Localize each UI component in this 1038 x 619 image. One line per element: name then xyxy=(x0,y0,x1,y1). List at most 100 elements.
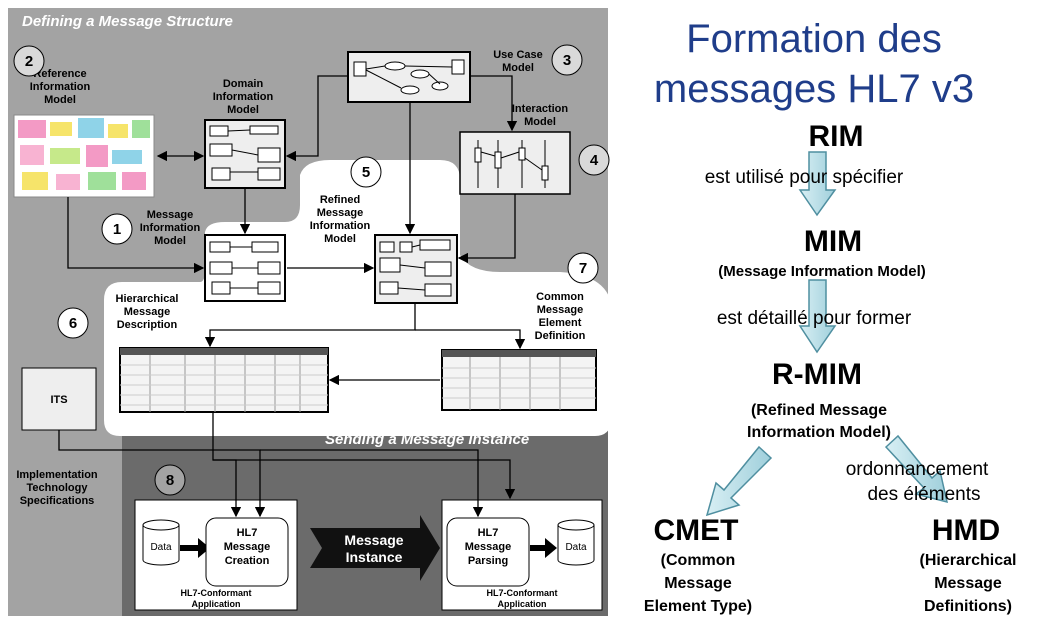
use-case-model-box xyxy=(347,51,471,103)
cmet-node: CMET xyxy=(654,514,739,547)
arrow-rmim-to-cmet xyxy=(705,445,773,517)
svg-text:Element: Element xyxy=(539,317,582,329)
svg-text:Use Case: Use Case xyxy=(493,49,543,61)
svg-text:Message: Message xyxy=(317,207,363,219)
step-circle-5: 5 xyxy=(350,156,382,188)
svg-text:Technology: Technology xyxy=(27,482,89,494)
svg-text:7: 7 xyxy=(579,260,587,277)
svg-text:Application: Application xyxy=(192,599,241,609)
svg-text:Interaction: Interaction xyxy=(512,103,569,115)
interaction-model-label: Interaction Model xyxy=(512,103,569,128)
hl7-message-structure-diagram: Defining a Message Structure Sending a M… xyxy=(8,8,610,616)
svg-text:ITS: ITS xyxy=(50,394,67,406)
svg-text:Domain: Domain xyxy=(223,78,264,90)
svg-text:Message: Message xyxy=(224,541,270,553)
section-title-send: Sending a Message Instance xyxy=(325,431,529,448)
svg-text:6: 6 xyxy=(69,315,77,332)
cmet-full-line1: (Common xyxy=(661,552,736,569)
svg-text:Model: Model xyxy=(227,104,259,116)
svg-text:Refined: Refined xyxy=(320,194,360,206)
receiving-application: HL7 Message Parsing Data HL7-Conformant … xyxy=(441,499,603,611)
interaction-model-box xyxy=(459,131,571,195)
svg-text:HL7-Conformant: HL7-Conformant xyxy=(181,588,252,598)
svg-text:Hierarchical: Hierarchical xyxy=(116,293,179,305)
svg-text:Common: Common xyxy=(536,291,584,303)
svg-text:Model: Model xyxy=(154,235,186,247)
svg-text:Formation des: Formation des xyxy=(686,17,942,61)
step-circles: 1 2 3 4 5 6 7 8 xyxy=(13,44,610,496)
arrow-rmim-to-hmd xyxy=(884,434,949,504)
rmim-node: R-MIM xyxy=(772,358,862,391)
section-title-define: Defining a Message Structure xyxy=(22,13,233,30)
connector-lines xyxy=(58,75,526,518)
rmim-full-line1: (Refined Message xyxy=(751,402,887,419)
reference-information-model-image xyxy=(13,114,155,198)
message-information-model-label: Message Information Model xyxy=(140,209,201,247)
svg-text:3: 3 xyxy=(563,52,571,69)
step-circle-3: 3 xyxy=(551,44,583,76)
mim-full-label: (Message Information Model) xyxy=(718,263,926,280)
use-case-model-label: Use Case Model xyxy=(493,49,543,74)
cmet-full-line2: Message xyxy=(664,575,732,592)
formation-flow-text: RIM est utilisé pour spécifier MIM (Mess… xyxy=(644,120,1017,615)
step1-label: est utilisé pour spécifier xyxy=(705,167,904,188)
svg-text:2: 2 xyxy=(25,53,33,70)
svg-text:4: 4 xyxy=(590,152,599,169)
svg-text:Data: Data xyxy=(150,542,172,553)
order-line2: des éléments xyxy=(867,484,980,505)
hl7-formation-panel: Formation des messages HL7 v3 RIM est ut… xyxy=(644,17,1017,615)
arrow-rim-to-mim xyxy=(798,151,837,217)
hmd-full-line1: (Hierarchical xyxy=(920,552,1017,569)
hmd-label: Hierarchical Message Description xyxy=(116,293,179,331)
sending-application: Data HL7 Message Creation HL7-Conformant… xyxy=(134,499,298,611)
svg-text:8: 8 xyxy=(166,472,174,489)
svg-text:Message: Message xyxy=(147,209,193,221)
svg-text:Model: Model xyxy=(502,62,534,74)
svg-text:Model: Model xyxy=(44,94,76,106)
svg-text:HL7: HL7 xyxy=(237,527,258,539)
svg-text:Model: Model xyxy=(324,233,356,245)
svg-text:HL7: HL7 xyxy=(478,527,499,539)
common-message-element-table xyxy=(441,349,597,411)
flow-arrows xyxy=(705,151,949,517)
step-circle-8: 8 xyxy=(154,464,186,496)
refined-message-information-model-label: Refined Message Information Model xyxy=(310,194,371,245)
hmd-full-line2: Message xyxy=(934,575,1002,592)
step-circle-6: 6 xyxy=(57,307,89,339)
step-circle-2: 2 xyxy=(13,45,45,77)
svg-text:Creation: Creation xyxy=(225,555,270,567)
svg-text:Information: Information xyxy=(213,91,274,103)
svg-text:Information: Information xyxy=(140,222,201,234)
hierarchical-message-description-table xyxy=(119,347,329,413)
svg-text:Message: Message xyxy=(344,532,403,548)
svg-text:5: 5 xyxy=(362,164,370,181)
mim-node: MIM xyxy=(804,225,862,258)
formation-title: Formation des messages HL7 v3 xyxy=(654,17,974,111)
hmd-node: HMD xyxy=(932,514,1000,547)
svg-text:messages HL7 v3: messages HL7 v3 xyxy=(654,67,974,111)
svg-text:Definition: Definition xyxy=(535,330,586,342)
svg-text:Model: Model xyxy=(524,116,556,128)
svg-text:Data: Data xyxy=(565,542,587,553)
cmet-full-line3: Element Type) xyxy=(644,598,752,615)
svg-text:HL7-Conformant: HL7-Conformant xyxy=(487,588,558,598)
svg-text:Information: Information xyxy=(30,81,91,93)
its-description-label: Implementation Technology Specifications xyxy=(16,469,98,507)
order-line1: ordonnancement xyxy=(846,459,989,480)
svg-text:Message: Message xyxy=(465,541,511,553)
svg-text:Description: Description xyxy=(117,319,178,331)
domain-information-model-label: Domain Information Model xyxy=(213,78,274,116)
svg-text:Instance: Instance xyxy=(346,549,403,565)
message-instance-arrow: Message Instance xyxy=(310,515,440,581)
refined-message-information-model-box xyxy=(374,234,458,304)
svg-text:Reference: Reference xyxy=(33,68,86,80)
rmim-full-line2: Information Model) xyxy=(747,424,891,441)
svg-text:Implementation: Implementation xyxy=(16,469,98,481)
step2-label: est détaillé pour former xyxy=(717,308,912,329)
step-circle-7: 7 xyxy=(567,252,599,284)
cmet-label: Common Message Element Definition xyxy=(535,291,586,342)
svg-text:Application: Application xyxy=(498,599,547,609)
arrow-mim-to-rmim xyxy=(798,279,837,354)
svg-text:1: 1 xyxy=(113,221,121,238)
hmd-full-line3: Definitions) xyxy=(924,598,1012,615)
